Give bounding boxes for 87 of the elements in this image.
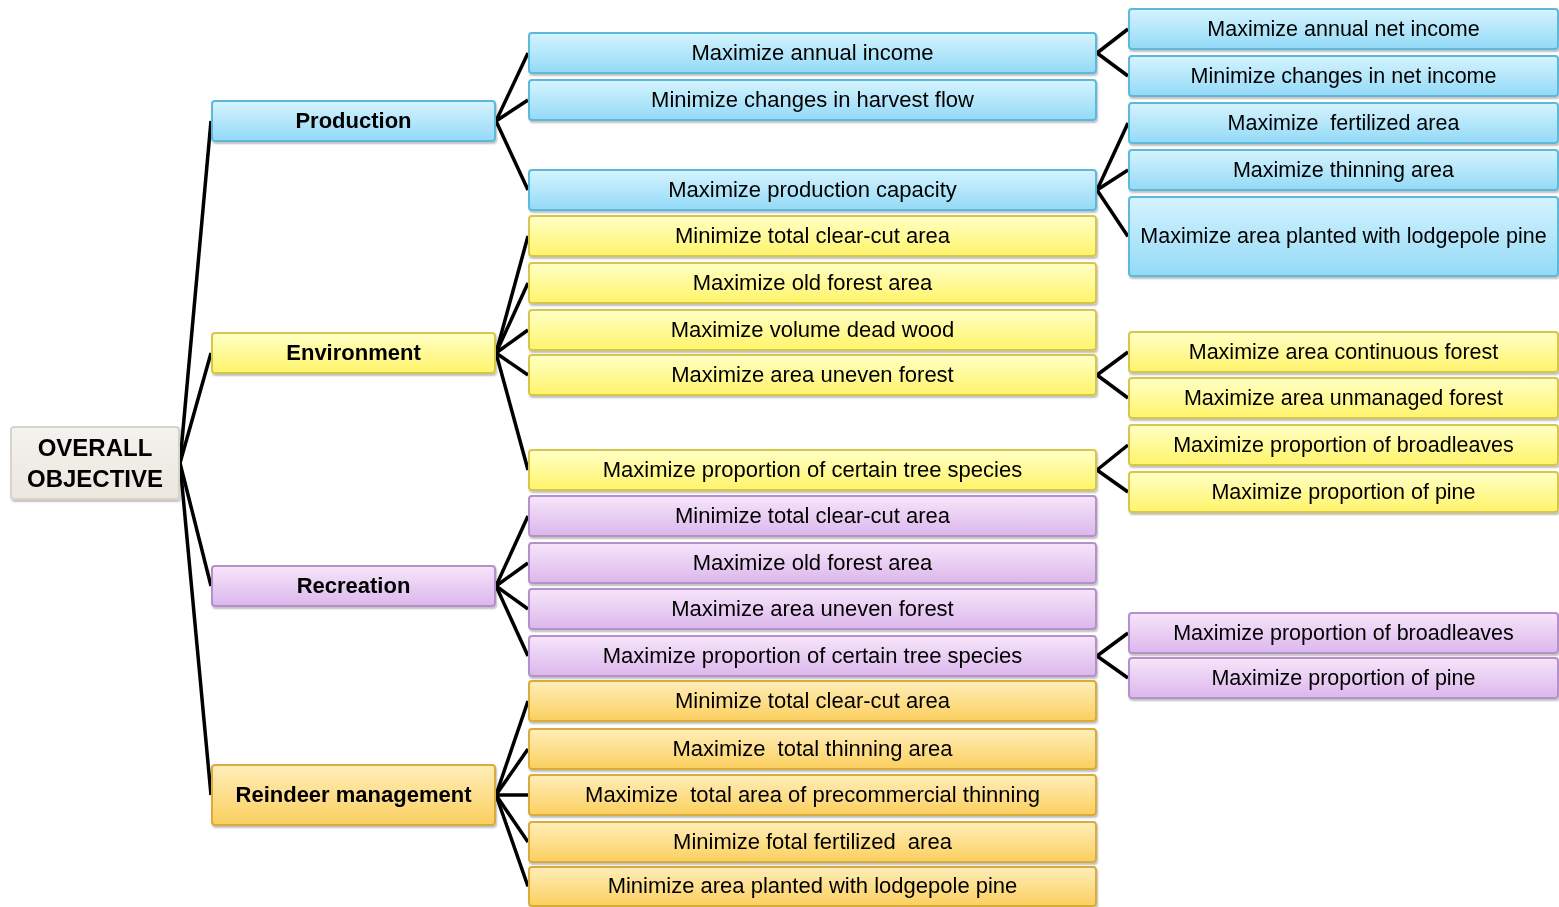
objective-box [528, 542, 1097, 584]
node-label: Maximize proportion of broadleaves [1173, 619, 1514, 647]
node-label: Maximize area uneven forest [671, 360, 954, 389]
node-label: Maximize proportion of pine [1211, 478, 1476, 506]
sub-objective-box [1128, 331, 1559, 373]
sub-objective-box [1128, 55, 1559, 97]
connector-line [1095, 51, 1130, 78]
node-label: Minimize area planted with lodgepole pine [607, 872, 1018, 901]
sub-objective-box [1128, 377, 1559, 419]
objective-box [528, 32, 1097, 74]
objective-box [528, 449, 1097, 491]
node-label: Minimize fotal fertilized area [673, 827, 952, 856]
node-label: Maximize annual net income [1207, 15, 1480, 43]
node-label: Maximize area unmanaged forest [1183, 384, 1504, 412]
node-label: Maximize old forest area [692, 548, 933, 577]
connector-line [495, 561, 529, 588]
node-label: Maximize total thinning area [672, 734, 953, 763]
sub-objective-box [1128, 424, 1559, 466]
objective-box [528, 821, 1097, 863]
node-label: Maximize total area of precommercial thinning [585, 780, 1040, 809]
connector-line [494, 52, 530, 122]
sub-objective-box [1128, 149, 1559, 191]
objective-box [528, 79, 1097, 121]
node-label: Environment [286, 339, 421, 368]
node-label: Maximize volume dead wood [670, 315, 955, 344]
objective-box [528, 215, 1097, 257]
connector-line [1096, 168, 1129, 192]
node-label: Minimize total clear-cut area [674, 221, 951, 250]
node-label: Minimize changes in harvest flow [651, 85, 974, 114]
node-label: Maximize fertilized area [1227, 109, 1460, 137]
sub-objective-box [1128, 612, 1559, 654]
objective-box [528, 774, 1097, 816]
connector-line [178, 352, 213, 464]
node-label: Production [295, 107, 412, 136]
node-label: Maximize proportion of broadleaves [1173, 431, 1514, 459]
connector-line [1095, 189, 1130, 238]
node-label: Maximize old forest area [692, 268, 933, 297]
objective-box [528, 495, 1097, 537]
category-box [211, 100, 496, 142]
objective-box [528, 354, 1097, 396]
node-label: Reindeer management [235, 781, 472, 810]
node-label: Maximize proportion of certain tree species [602, 641, 1023, 670]
sub-objective-box [1128, 102, 1559, 144]
connector-line [1095, 443, 1130, 472]
connector-line [495, 98, 529, 123]
connector-line [494, 120, 530, 191]
node-label: Maximize annual income [691, 38, 934, 67]
sub-objective-box [1128, 8, 1559, 50]
sub-objective-box [1128, 657, 1559, 699]
objective-box [528, 262, 1097, 304]
node-label: Maximize area planted with lodgepole pine [1140, 223, 1547, 251]
category-box [211, 332, 496, 374]
category-box [211, 565, 496, 607]
connector-line [1095, 27, 1130, 55]
connector-line [495, 351, 529, 377]
node-label: Recreation [296, 572, 411, 601]
node-label: Maximize proportion of certain tree species [602, 455, 1023, 484]
connector-line [1095, 122, 1130, 191]
connector-line [1096, 468, 1129, 494]
node-label: Maximize production capacity [668, 175, 957, 204]
node-label: Minimize total clear-cut area [674, 686, 951, 715]
objective-box [528, 588, 1097, 630]
node-label: Maximize area continuous forest [1188, 338, 1499, 366]
node-label: OVERALL OBJECTIVE [26, 432, 164, 494]
connector-line [1095, 631, 1130, 658]
objective-box [528, 309, 1097, 351]
objective-box [528, 866, 1097, 907]
connector-line [496, 793, 528, 797]
connector-line [1095, 350, 1130, 377]
node-label: Maximize proportion of pine [1211, 664, 1476, 692]
objective-box [10, 426, 180, 500]
category-box [211, 764, 496, 826]
sub-objective-box [1128, 196, 1559, 277]
node-label: Maximize thinning area [1232, 156, 1455, 184]
objective-box [528, 728, 1097, 770]
node-label: Maximize area uneven forest [671, 594, 954, 623]
node-label: Minimize changes in net income [1190, 62, 1497, 90]
connector-line [495, 584, 529, 611]
sub-objective-box [1128, 471, 1559, 513]
objective-box [528, 680, 1097, 722]
connector-line [495, 328, 529, 355]
objective-box [528, 635, 1097, 677]
connector-line [1095, 373, 1130, 400]
connector-line [1096, 654, 1129, 680]
objective-box [528, 169, 1097, 211]
connector-line [178, 462, 213, 796]
node-label: Minimize total clear-cut area [674, 501, 951, 530]
